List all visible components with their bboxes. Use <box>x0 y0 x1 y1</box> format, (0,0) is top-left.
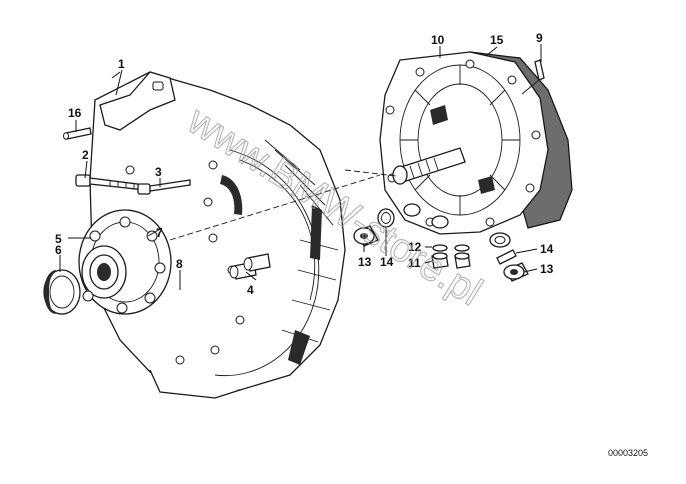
alignment-lines <box>169 169 397 241</box>
washer-14-right <box>496 249 517 265</box>
callout-16: 16 <box>68 106 82 120</box>
leader-lines <box>59 44 542 290</box>
pump-housing <box>379 51 573 248</box>
callout-7: 7 <box>156 226 163 240</box>
callout-10: 10 <box>431 33 445 47</box>
callout-8: 8 <box>176 257 183 271</box>
bolt-9 <box>521 59 545 95</box>
callout-14-right: 14 <box>540 242 554 256</box>
callout-1: 1 <box>118 57 125 71</box>
callout-5: 5 <box>55 232 62 246</box>
callout-6: 6 <box>55 243 62 257</box>
callout-11: 11 <box>408 256 421 270</box>
callout-13-left: 13 <box>358 255 372 269</box>
bell-housing <box>89 71 346 399</box>
callout-3: 3 <box>155 165 162 179</box>
callout-4: 4 <box>247 283 254 297</box>
nut-11-left <box>431 252 449 269</box>
nut-11-right <box>454 252 471 269</box>
washer-12-right <box>454 244 470 252</box>
callout-2: 2 <box>82 148 89 162</box>
callout-13-right: 13 <box>540 262 554 276</box>
callout-14-left: 14 <box>380 255 394 269</box>
callout-12: 12 <box>408 240 422 254</box>
callouts: 1 2 3 4 5 6 7 8 9 10 11 12 13 13 14 14 1… <box>55 31 554 297</box>
bolt-3 <box>137 179 191 195</box>
washer-14-left <box>377 208 395 228</box>
dowel-16 <box>63 127 92 140</box>
washer-12-left <box>432 244 448 252</box>
seal-ring <box>43 269 81 315</box>
diagram-code: 00003205 <box>607 448 648 458</box>
callout-15: 15 <box>490 33 504 47</box>
callout-9: 9 <box>536 31 543 45</box>
sleeve-4 <box>229 253 271 280</box>
